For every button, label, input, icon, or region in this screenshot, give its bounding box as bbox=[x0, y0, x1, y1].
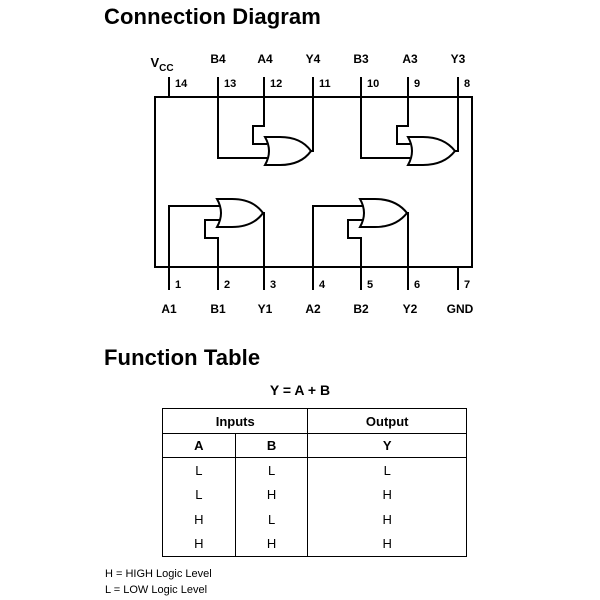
legend-high: H = HIGH Logic Level bbox=[105, 568, 212, 580]
bottom-pin-names: A1 B1 Y1 A2 B2 Y2 GND bbox=[161, 302, 473, 316]
pin-name-y1: Y1 bbox=[258, 302, 273, 316]
table-cell: L bbox=[234, 507, 309, 532]
or-gate-1 bbox=[215, 198, 265, 228]
or-gate-2 bbox=[358, 198, 409, 228]
output-group-header: Output bbox=[307, 408, 467, 434]
table-cell: H bbox=[307, 507, 467, 532]
pin-number-6: 6 bbox=[414, 279, 420, 291]
pin-number-12: 12 bbox=[270, 78, 282, 90]
column-header-a: A bbox=[162, 433, 236, 458]
table-cell: L bbox=[307, 457, 467, 483]
internal-wiring bbox=[168, 97, 459, 267]
pin-number-8: 8 bbox=[464, 78, 470, 90]
bottom-pin-leads bbox=[168, 267, 459, 290]
connection-diagram-title: Connection Diagram bbox=[104, 4, 321, 29]
table-row: H L H bbox=[162, 507, 467, 532]
pin-number-1: 1 bbox=[175, 279, 181, 291]
pin-name-a4: A4 bbox=[257, 52, 273, 66]
pin-name-b4: B4 bbox=[210, 52, 226, 66]
pin-name-b3: B3 bbox=[353, 52, 369, 66]
pin-name-gnd: GND bbox=[447, 302, 474, 316]
pin-name-a2: A2 bbox=[305, 302, 321, 316]
function-table: Inputs Output A B Y L L L L H H H L H H … bbox=[161, 408, 467, 557]
table-cell: H bbox=[162, 507, 236, 532]
or-gate-3 bbox=[406, 136, 457, 166]
pin-name-a1: A1 bbox=[161, 302, 177, 316]
column-header-b: B bbox=[234, 433, 309, 458]
pin-number-3: 3 bbox=[270, 279, 276, 291]
pin-number-5: 5 bbox=[367, 279, 373, 291]
table-cell: H bbox=[307, 482, 467, 507]
table-cell: H bbox=[234, 482, 309, 507]
pin-name-vcc: VCC bbox=[150, 55, 173, 74]
pin-name-y3: Y3 bbox=[451, 52, 466, 66]
table-cell: L bbox=[162, 457, 236, 483]
table-cell: L bbox=[234, 457, 309, 483]
pin-name-y2: Y2 bbox=[403, 302, 418, 316]
legend-low: L = LOW Logic Level bbox=[105, 584, 208, 596]
pin-number-13: 13 bbox=[224, 78, 236, 90]
pin-number-14: 14 bbox=[175, 78, 188, 90]
pin-number-4: 4 bbox=[319, 279, 326, 291]
table-cell: H bbox=[162, 531, 236, 557]
column-header-y: Y bbox=[307, 433, 467, 458]
pin-name-b2: B2 bbox=[353, 302, 369, 316]
top-pin-names: VCC B4 A4 Y4 B3 A3 Y3 bbox=[150, 52, 465, 74]
or-gates bbox=[215, 136, 457, 228]
logic-equation: Y = A + B bbox=[269, 382, 331, 398]
pin-number-2: 2 bbox=[224, 279, 230, 291]
or-gate-4 bbox=[263, 136, 313, 166]
bottom-pin-numbers: 1 2 3 4 5 6 7 bbox=[175, 279, 470, 291]
pin-number-7: 7 bbox=[464, 279, 470, 291]
pin-number-9: 9 bbox=[414, 78, 420, 90]
top-pin-numbers: 14 13 12 11 10 9 8 bbox=[175, 78, 470, 90]
table-row: H H H bbox=[162, 531, 467, 557]
pin-number-11: 11 bbox=[319, 78, 331, 90]
pin-number-10: 10 bbox=[367, 78, 379, 90]
table-cell: H bbox=[307, 531, 467, 557]
table-row: L H H bbox=[162, 482, 467, 507]
pin-name-b1: B1 bbox=[210, 302, 226, 316]
function-table-title: Function Table bbox=[104, 345, 261, 370]
table-cell: H bbox=[234, 531, 309, 557]
pin-name-a3: A3 bbox=[402, 52, 418, 66]
top-pin-leads bbox=[168, 77, 459, 97]
inputs-group-header: Inputs bbox=[161, 408, 309, 434]
connection-diagram: VCC B4 A4 Y4 B3 A3 Y3 14 13 12 11 10 9 8… bbox=[150, 52, 473, 316]
table-row: L L L bbox=[162, 457, 467, 483]
pin-name-y4: Y4 bbox=[306, 52, 321, 66]
table-cell: L bbox=[162, 482, 236, 507]
